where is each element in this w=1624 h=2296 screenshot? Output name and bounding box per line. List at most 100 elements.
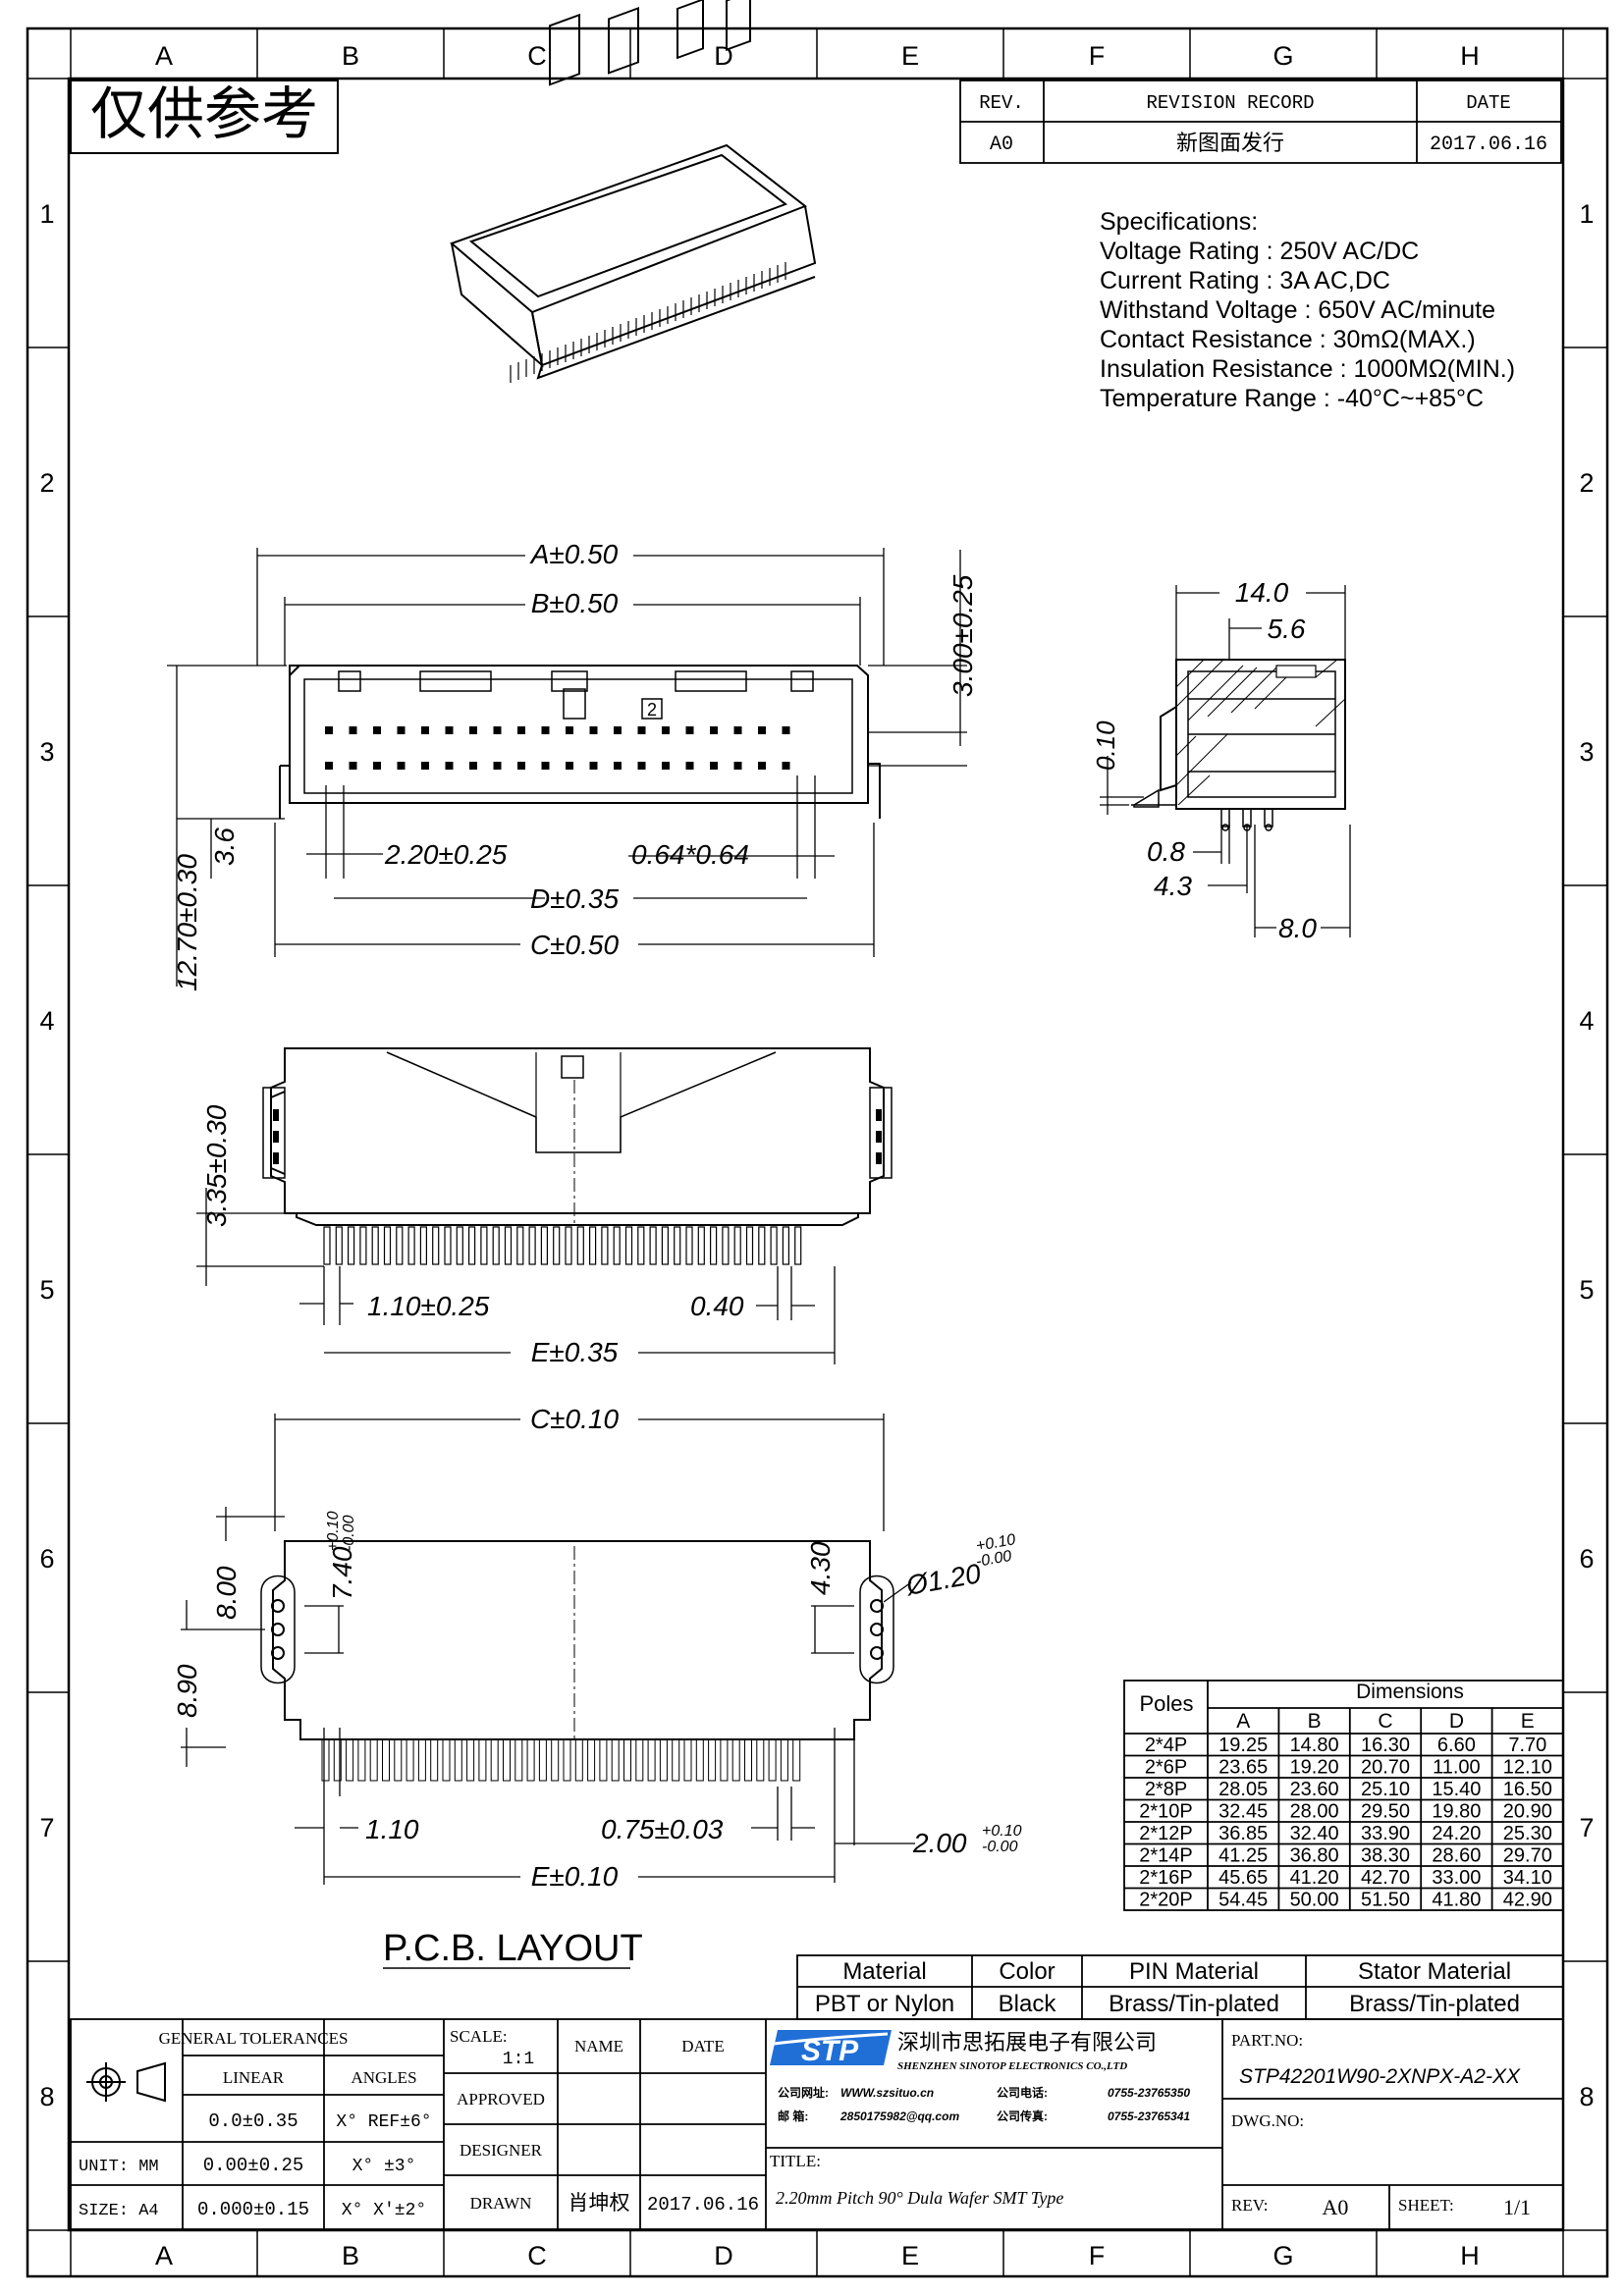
part-no-label: PART.NO:: [1231, 2031, 1303, 2050]
dim-value-cell: 16.30: [1361, 1735, 1410, 1756]
pin-label: 2: [647, 700, 657, 720]
border-row-label: 2: [39, 468, 54, 498]
pcb-dimensions: [181, 1414, 915, 1885]
pcb-dim-200: 2.00 +0.10 -0.00: [912, 1823, 1022, 1858]
tol-angle-2: X° ±3°: [352, 2157, 416, 2176]
linear-label: LINEAR: [223, 2068, 285, 2087]
pcb-pad: [635, 1738, 644, 1782]
dim-pole-cell: 2*14P: [1139, 1845, 1193, 1867]
side-dimensions: [1100, 585, 1351, 937]
bottom-pin: [588, 1226, 597, 1265]
dim-064: 0.64*0.64: [631, 839, 749, 870]
front-pin: [662, 762, 670, 770]
bottom-pin: [794, 1226, 802, 1265]
pcb-pad: [454, 1738, 462, 1782]
border-col-label: C: [527, 2241, 547, 2270]
dim-pole-cell: 2*10P: [1139, 1801, 1193, 1823]
front-pin: [614, 762, 622, 770]
pcb-pad: [672, 1738, 680, 1782]
pcb-pad: [695, 1738, 704, 1782]
front-pin: [349, 762, 357, 770]
bottom-pin: [383, 1226, 392, 1265]
angles-label: ANGLES: [351, 2068, 416, 2087]
border-col-label: G: [1272, 2241, 1293, 2270]
bottom-pin: [456, 1226, 463, 1265]
rev-label: REV:: [1231, 2196, 1268, 2215]
front-pin: [541, 726, 550, 734]
dim-col-header: B: [1308, 1710, 1322, 1733]
dim-col-header: D: [1449, 1710, 1464, 1733]
dim-value-cell: 19.25: [1218, 1735, 1268, 1756]
border-row-label: 1: [1579, 199, 1594, 229]
front-pin: [637, 762, 646, 770]
bottom-pin: [613, 1226, 621, 1265]
front-pin: [589, 726, 598, 734]
front-pin: [517, 726, 525, 734]
front-pin: [662, 726, 670, 734]
spec-line: Temperature Range : -40°C~+85°C: [1100, 385, 1484, 412]
dim-table-outline: [1123, 1680, 1564, 1911]
bottom-pin: [528, 1226, 536, 1265]
dim-value-cell: 28.05: [1218, 1779, 1268, 1800]
pcb-pad: [478, 1738, 487, 1782]
tol-angle-3: X° X'±2°: [342, 2201, 426, 2220]
dim-value-cell: 33.00: [1432, 1867, 1481, 1889]
bottom-pin: [601, 1226, 609, 1265]
bottom-pin: [565, 1226, 572, 1265]
pcb-pad: [394, 1738, 403, 1782]
front-pin: [685, 726, 694, 734]
dim-value-cell: 41.25: [1218, 1845, 1268, 1867]
tol-linear-3: 0.000±0.15: [197, 2199, 309, 2220]
dim-value-cell: 41.20: [1290, 1867, 1339, 1889]
company-cn: 深圳市思拓展电子有限公司: [897, 2030, 1157, 2055]
dimensions-header: Dimensions: [1356, 1681, 1464, 1703]
pcb-pad: [587, 1738, 596, 1782]
dim-value-cell: 14.80: [1290, 1735, 1339, 1756]
front-pin: [566, 762, 573, 770]
bottom-pin: [468, 1226, 476, 1265]
border-row-label: 3: [39, 737, 54, 767]
border-row-label: 2: [1579, 468, 1594, 498]
stamp-box: [70, 80, 339, 154]
isometric-pins: [510, 262, 786, 383]
record-value: 新图面发行: [1176, 131, 1284, 155]
front-pin: [589, 762, 598, 770]
border-col-label: D: [714, 2241, 733, 2270]
dim-pole-cell: 2*6P: [1145, 1757, 1187, 1779]
front-pin: [421, 762, 429, 770]
border-col-label: F: [1089, 2241, 1106, 2270]
front-pin: [614, 726, 622, 734]
stator-material-value: Brass/Tin-plated: [1349, 1991, 1520, 2017]
drawn-label: DRAWN: [470, 2194, 532, 2213]
tol-linear-1: 0.0±0.35: [208, 2110, 298, 2132]
front-pin: [566, 726, 573, 734]
pcb-title: P.C.B. LAYOUT: [383, 1928, 643, 1969]
pcb-dim-200-value: 2.00: [912, 1828, 967, 1858]
border-row-label: 4: [1579, 1006, 1594, 1036]
bottom-pin: [637, 1226, 645, 1265]
pcb-pad: [430, 1738, 439, 1782]
side-view: [1131, 659, 1346, 810]
dim-value-cell: 16.50: [1503, 1779, 1552, 1800]
pcb-dim-890: 8.90: [172, 1664, 202, 1718]
name-label: NAME: [574, 2037, 623, 2056]
border-col-label: H: [1460, 2241, 1480, 2270]
bottom-latch-marks: [273, 1109, 882, 1164]
tol-linear-2: 0.00±0.25: [203, 2155, 304, 2176]
pcb-pad: [792, 1738, 801, 1782]
bottom-pin: [359, 1226, 367, 1265]
dim-value-cell: 34.10: [1503, 1867, 1552, 1889]
dim-010: 0.10: [1091, 721, 1120, 771]
dim-value-cell: 36.85: [1218, 1823, 1268, 1844]
projection-symbol-icon: [86, 2061, 166, 2103]
pcb-pad: [538, 1738, 547, 1782]
dim-56: 5.6: [1268, 614, 1306, 644]
bottom-pin: [419, 1226, 427, 1265]
dim-value-cell: 28.60: [1432, 1845, 1481, 1867]
dim-300: 3.00±0.25: [947, 574, 978, 697]
dim-value-cell: 19.80: [1432, 1801, 1481, 1823]
dim-pole-cell: 2*20P: [1139, 1890, 1193, 1911]
spec-line: Insulation Resistance : 1000MΩ(MIN.): [1100, 355, 1515, 383]
pcb-dim-075: 0.75±0.03: [601, 1814, 724, 1844]
